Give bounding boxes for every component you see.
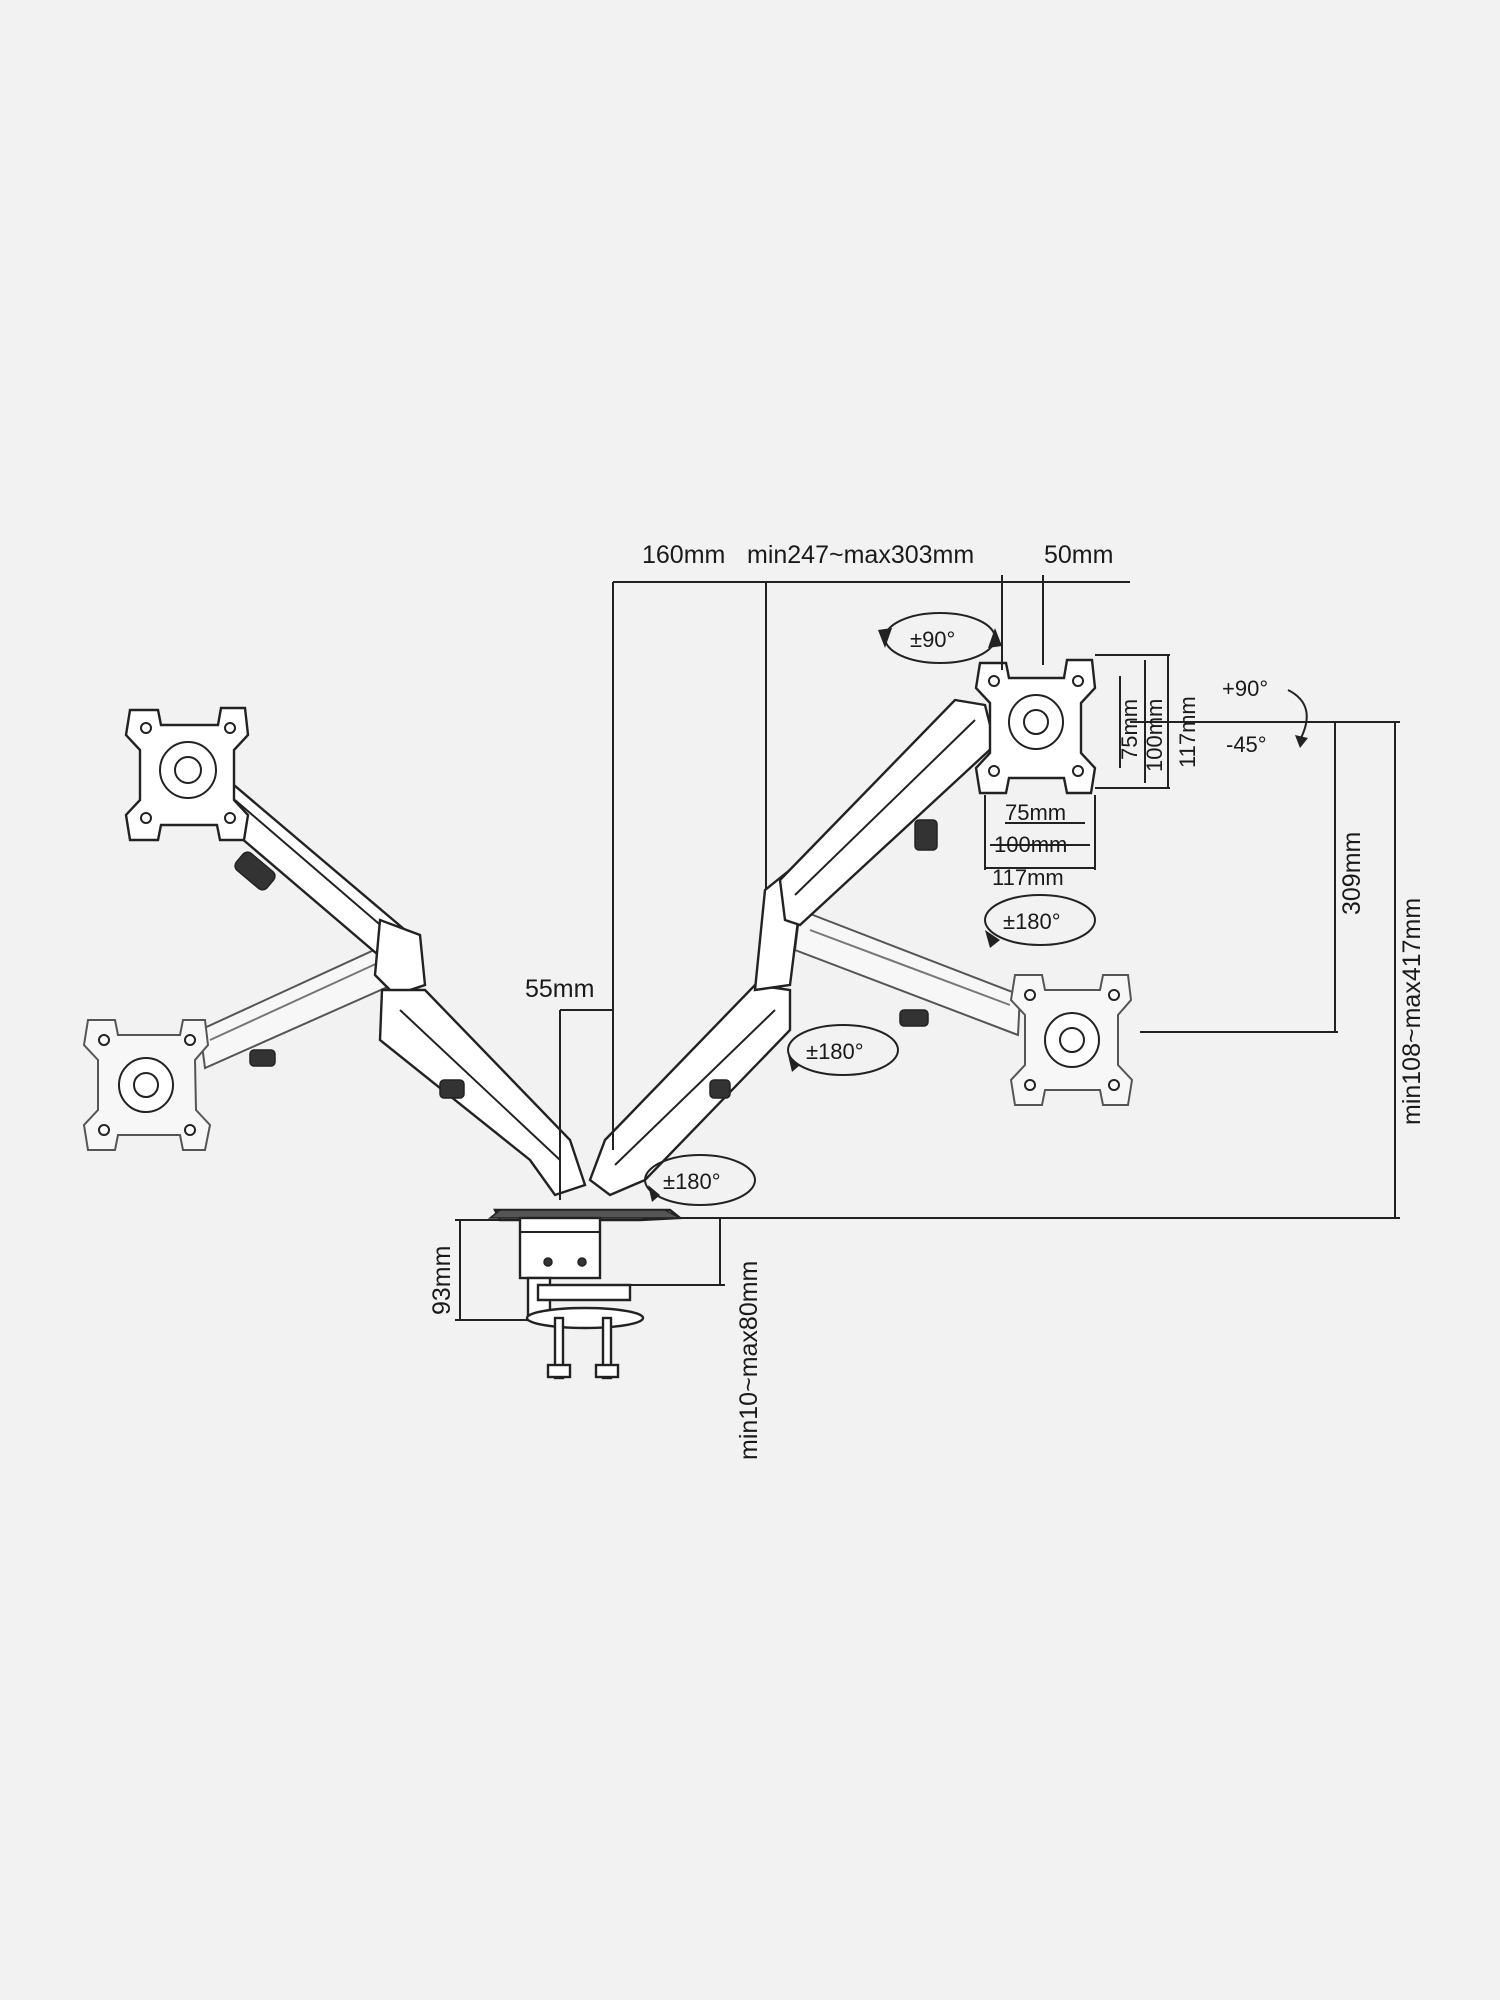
height-dimension-lines <box>680 721 1400 1219</box>
dim-base-height: 93mm <box>428 1246 456 1315</box>
dim-arm-length: min247~max303mm <box>747 541 974 569</box>
left-upper-arm <box>218 777 427 997</box>
left-lower-arm <box>378 988 587 1197</box>
dim-vesa-mid-h: 100mm <box>994 832 1067 857</box>
tilt-down-label: -45° <box>1226 732 1267 757</box>
dim-arm-offset: 160mm <box>642 541 725 569</box>
rot-top-label: ±90° <box>910 627 955 652</box>
dim-vesa-small-v: 75mm <box>1117 699 1142 760</box>
left-ghost-arm <box>198 943 394 1070</box>
dim-plate-size-v: 117mm <box>1175 696 1200 768</box>
swivel-arrow-plate <box>984 894 1096 948</box>
tilt-up-label: +90° <box>1222 676 1268 701</box>
right-upper-arm <box>778 698 997 927</box>
swivel-arrow-mid <box>787 1024 899 1076</box>
top-dimension-lines <box>559 575 1130 1200</box>
left-vesa-plate <box>124 706 250 842</box>
dim-vesa-small-h: 75mm <box>1005 800 1066 825</box>
right-ghost-arm <box>793 908 1022 1037</box>
dim-plate-size-h: 117mm <box>992 865 1064 890</box>
dim-height-range-arm: 309mm <box>1338 832 1366 915</box>
swivel-mid-label: ±180° <box>806 1039 864 1064</box>
right-vesa-plate <box>974 658 1097 795</box>
dim-pole-width: 55mm <box>525 975 594 1003</box>
dim-clamp-range: min10~max80mm <box>735 1261 763 1460</box>
base-dimension-lines <box>455 1218 725 1321</box>
swivel-base-label: ±180° <box>663 1169 721 1194</box>
desk-clamp <box>525 1276 645 1380</box>
dim-plate-offset: 50mm <box>1044 541 1113 569</box>
dim-height-total: min108~max417mm <box>1398 898 1426 1125</box>
right-lower-arm <box>588 983 792 1197</box>
tilt-arrow <box>1287 689 1308 748</box>
desk-base <box>487 1208 684 1280</box>
rotation-arrow-top <box>878 612 1002 664</box>
right-ghost-vesa-plate <box>1009 974 1134 1106</box>
dim-vesa-mid-v: 100mm <box>1142 699 1167 772</box>
swivel-arrow-base <box>644 1154 756 1206</box>
left-ghost-vesa-plate <box>82 1019 212 1151</box>
swivel-plate-label: ±180° <box>1003 909 1061 934</box>
